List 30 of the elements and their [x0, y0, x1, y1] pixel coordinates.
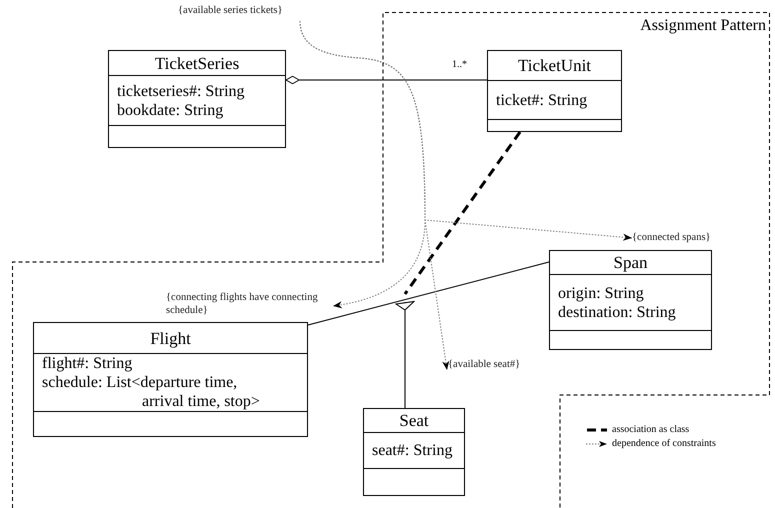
class-name: TicketUnit	[518, 57, 592, 74]
constraint-note: {available seat#}	[448, 358, 534, 371]
attribute-text: origin: String	[558, 284, 645, 302]
class-name: Flight	[150, 330, 191, 346]
class-box	[363, 408, 465, 496]
region-title: Assignment Pattern	[640, 18, 766, 34]
attribute-text: schedule: List<departure time, arrival time, stop>	[42, 373, 261, 411]
constraint-note: {connecting flights have connecting schedule}	[166, 291, 333, 317]
attribute-text: flight#: String	[42, 354, 134, 373]
class-name: TicketSeries	[154, 54, 240, 72]
constraint-note: {available series tickets}	[178, 4, 320, 17]
legend-text: dependence of constraints	[612, 438, 716, 450]
constraint-note: {connected spans}	[632, 231, 740, 244]
class-name: Seat	[399, 412, 429, 429]
attribute-text: bookdate: String	[117, 100, 224, 120]
class-box	[487, 50, 622, 132]
dependency-arrow	[300, 20, 450, 370]
attribute-text: ticket#: String	[496, 90, 588, 110]
multiplicity-label: 1..*	[452, 60, 467, 70]
class-box	[33, 322, 308, 437]
association-class-line	[404, 131, 522, 295]
class-box	[549, 250, 712, 350]
association-line	[396, 301, 414, 408]
attribute-text: destination: String	[558, 302, 677, 322]
class-name: Span	[614, 254, 648, 271]
association-line	[286, 76, 488, 84]
attribute-text: seat#: String	[372, 441, 454, 460]
attribute-text: ticketseries#: String	[117, 82, 246, 100]
association-line	[308, 262, 550, 326]
legend-text: association as class	[612, 424, 690, 436]
